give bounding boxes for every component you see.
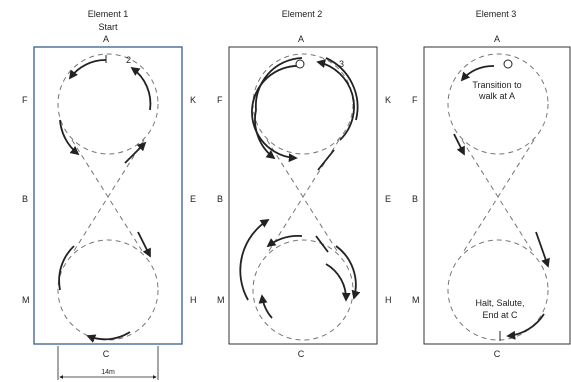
element-1-letter-f: F [22, 95, 28, 105]
element-3-note-bottom-line-2: End at C [482, 310, 518, 320]
element-2-arrow-lower-left-outer [239, 219, 270, 301]
element-3-panel: Element 3 A F B M C Transition to walk a… [412, 9, 571, 359]
element-3-letter-f: F [412, 95, 418, 105]
element-2-letter-f: F [217, 95, 223, 105]
element-1-letter-b: B [22, 194, 28, 204]
element-1-diagonal-2 [71, 139, 145, 255]
element-1-letter-e: E [190, 194, 196, 204]
element-1-upper-circle [57, 53, 159, 155]
element-1-arrow-lower-left [58, 245, 75, 291]
element-2-arrow-lower-right-inner [325, 263, 351, 302]
element-2-arrow-lower-top [266, 234, 303, 248]
element-1-letter-m: M [22, 295, 30, 305]
element-3-letter-c: C [494, 349, 501, 359]
element-1-letter-k: K [190, 95, 196, 105]
element-2-arrow-upper-right-outer [325, 57, 359, 121]
element-3-diagonal-2 [461, 139, 535, 255]
element-1-arrow-bottom [86, 331, 131, 343]
element-3-arena [423, 46, 571, 345]
element-1-arrow-upper-right-up [124, 141, 147, 164]
element-1-measure-label: 14m [101, 369, 115, 376]
element-2-arrow-upper-outer [254, 57, 303, 160]
element-2-arrow-lower-left-inner [258, 294, 273, 319]
element-1-letter-c: C [103, 349, 110, 359]
element-1-arrow-top-right [130, 66, 152, 111]
element-1-letter-h: H [190, 295, 197, 305]
element-1-arrow-upper-left-down [59, 119, 80, 156]
element-3-note-top-line-2: walk at A [478, 91, 515, 101]
element-3-arrow-upper-left [453, 133, 465, 156]
element-2-arrow-lower-right-outer [335, 245, 361, 300]
element-1-marker-label: 2 [126, 55, 131, 65]
element-2-arrow-upper-inner [251, 65, 301, 163]
element-3-note-bottom-line-1: Halt, Salute, [475, 298, 524, 308]
element-2-letter-c: C [298, 349, 305, 359]
element-3-letter-a: A [494, 34, 500, 44]
element-3-upper-circle [447, 53, 549, 155]
element-3-letter-m: M [412, 295, 420, 305]
element-1-arrow-lower-right-down [137, 231, 151, 258]
element-1-lower-circle [57, 239, 159, 341]
element-1-arena [33, 46, 183, 345]
element-2-letter-k: K [385, 95, 391, 105]
element-3-arrow-lower-right [535, 231, 550, 268]
element-2-marker-label: 3 [339, 59, 344, 69]
element-1-letter-a: A [103, 34, 109, 44]
element-2-title: Element 2 [282, 9, 323, 19]
element-3-title: Element 3 [476, 9, 517, 19]
element-2-upper-circle [252, 53, 354, 155]
element-1-subtitle: Start [98, 22, 118, 32]
element-3-lower-circle [447, 239, 549, 341]
element-1-title: Element 1 [88, 9, 129, 19]
element-2-letter-a: A [298, 34, 304, 44]
element-2-panel: Element 2 A F K B E M H C 3 [217, 9, 392, 359]
element-3-arrow-bottom [506, 313, 545, 340]
element-2-letter-m: M [217, 295, 225, 305]
element-3-note-top-line-1: Transition to [472, 80, 521, 90]
element-2-start-marker [295, 59, 305, 69]
element-3-arrow-top [460, 65, 495, 82]
element-2-arena [228, 46, 378, 345]
element-2-lower-circle [252, 239, 354, 341]
element-2-arrow-cross [317, 149, 335, 171]
element-2-letter-h: H [385, 295, 392, 305]
element-1-arrow-top-left [68, 59, 107, 80]
element-3-start-marker [503, 59, 513, 69]
element-3-letter-b: B [412, 194, 418, 204]
element-1-panel: Element 1 Start A F K B E M H C 2 14m [22, 9, 197, 380]
element-2-arrow-upper-right-inner [316, 59, 355, 141]
element-2-letter-e: E [385, 194, 391, 204]
element-2-letter-b: B [217, 194, 223, 204]
element-2-arrow-cross-lower [315, 235, 329, 253]
